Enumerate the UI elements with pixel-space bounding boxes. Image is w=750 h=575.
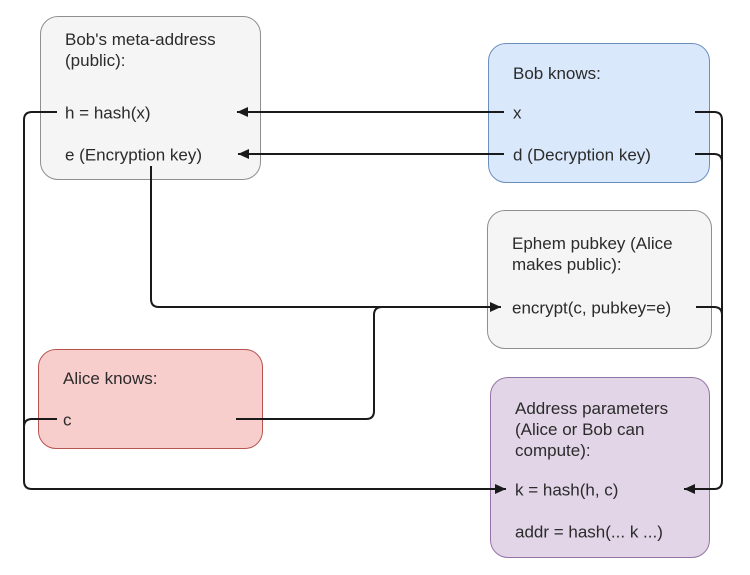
item-h-hash-x: h = hash(x) (65, 103, 151, 123)
box-bobs-meta-address: Bob's meta-address (public): h = hash(x)… (40, 16, 261, 180)
item-encrypt-c-pubkey-e: encrypt(c, pubkey=e) (512, 298, 672, 318)
item-k-hash-h-c: k = hash(h, c) (515, 480, 619, 500)
box-address-parameters: Address parameters (Alice or Bob can com… (490, 377, 710, 558)
box-title-bobs-meta-address: Bob's meta-address (public): (65, 30, 216, 70)
box-title-address-parameters: Address parameters (Alice or Bob can com… (515, 399, 669, 460)
item-x: x (513, 103, 522, 123)
box-title-alice-knows: Alice knows: (63, 369, 158, 388)
item-d-decryption-key: d (Decryption key) (513, 145, 651, 165)
box-alice-knows: Alice knows: c (38, 349, 263, 449)
item-addr-hash-k: addr = hash(... k ...) (515, 522, 663, 542)
box-title-bob-knows: Bob knows: (513, 64, 601, 83)
box-bob-knows: Bob knows: x d (Decryption key) (488, 43, 710, 183)
edge-c-to-encrypt-line (236, 306, 494, 420)
item-e-encryption-key: e (Encryption key) (65, 145, 202, 165)
item-c: c (63, 410, 72, 430)
box-ephem-pubkey: Ephem pubkey (Alice makes public): encry… (487, 210, 712, 349)
box-title-ephem-pubkey: Ephem pubkey (Alice makes public): (512, 234, 673, 274)
edge-e-to-encrypt-arrow (150, 166, 501, 312)
